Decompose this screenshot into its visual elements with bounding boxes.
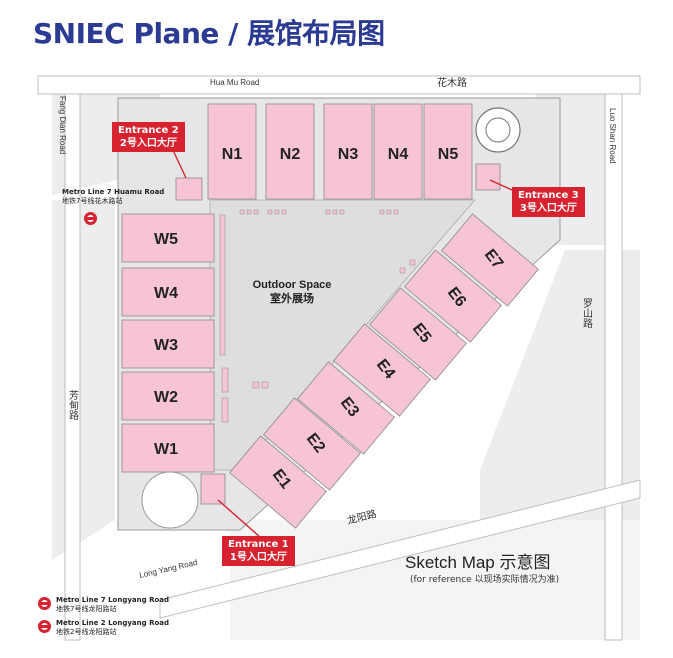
hall-n1[interactable] (207, 103, 257, 200)
block-west (52, 200, 115, 560)
fang-dian-road-label: Fang Dian Road (58, 96, 67, 154)
hall-n5[interactable] (423, 103, 473, 200)
luo-shan-road-label: Luo Shan Road (608, 108, 617, 164)
metro-line7-icon (38, 597, 51, 610)
block-east (480, 250, 640, 520)
fang-dian-road (64, 93, 81, 641)
entrance-1-label-cn: 1号入口大厅 (229, 552, 287, 563)
metro-line2-icon (38, 620, 51, 633)
hall-n4[interactable] (373, 103, 423, 200)
hall-w5[interactable] (121, 213, 215, 263)
entrance-2-label: Entrance 2 (118, 125, 179, 136)
long-yang-road (159, 479, 641, 619)
metro-huamu-label-cn: 地铁7号线花木路站 (62, 197, 123, 205)
hall-e6[interactable] (404, 249, 502, 343)
metro-longyang2-label-en: Metro Line 2 Longyang Road (56, 619, 170, 627)
hall-w2-label: W2 (154, 389, 178, 406)
metro-longyang7-label: Metro Line 7 Longyang Road 地铁7号线龙阳路站 (56, 596, 169, 614)
entrance-1-callout[interactable]: Entrance 1 1号入口大厅 (222, 536, 295, 566)
hall-n2-label: N2 (280, 146, 301, 163)
hall-e1[interactable] (229, 435, 327, 529)
entrance-3-building[interactable] (475, 163, 501, 191)
metro-longyang7-label-cn: 地铁7号线龙阳路站 (56, 605, 117, 613)
hall-e2[interactable] (263, 397, 361, 491)
metro-huamu-label-en: Metro Line 7 Huamu Road (62, 188, 165, 196)
hall-w3-label: W3 (154, 337, 178, 354)
hall-w4-label: W4 (154, 285, 178, 302)
entrance-3-label: Entrance 3 (518, 190, 579, 201)
north-halls: N1 N2 N3 N4 N5 (207, 103, 473, 200)
hall-n2[interactable] (265, 103, 315, 200)
hua-mu-road-label: Hua Mu Road (210, 78, 259, 87)
hall-n3-label: N3 (338, 146, 359, 163)
luo-shan-road (604, 93, 623, 641)
outdoor-space-label-cn: 室外展场 (270, 291, 314, 305)
outdoor-space-label: Outdoor Space (253, 279, 332, 291)
entrance-2-label-cn: 2号入口大厅 (119, 138, 177, 149)
entrance-1-building[interactable] (200, 473, 226, 505)
metro-longyang2-label: Metro Line 2 Longyang Road 地铁2号线龙阳路站 (56, 619, 169, 637)
page-title: SNIEC Plane / 展馆布局图 (33, 17, 385, 50)
entrance-1-label: Entrance 1 (228, 539, 289, 550)
hall-w5-label: W5 (154, 231, 178, 248)
hall-n5-label: N5 (438, 146, 459, 163)
hall-e5[interactable] (369, 287, 467, 381)
roundabout (141, 471, 199, 529)
hall-w3[interactable] (121, 319, 215, 369)
west-halls: W5 W4 W3 W2 W1 (121, 213, 215, 473)
entrance-3-callout[interactable]: Entrance 3 3号入口大厅 (512, 187, 585, 217)
hall-w4[interactable] (121, 267, 215, 317)
fang-dian-road-label-cn: 芳甸路 (67, 389, 79, 421)
block-south (230, 520, 640, 640)
round-structure-inner (485, 117, 511, 143)
hall-n4-label: N4 (388, 146, 409, 163)
luo-shan-road-label-cn: 罗山路 (581, 298, 593, 329)
sketch-map-note: (for reference 以现场实际情况为准) (410, 575, 560, 585)
hua-mu-road-label-cn: 花木路 (437, 76, 467, 89)
metro-huamu-icon (84, 212, 97, 225)
hall-w2[interactable] (121, 371, 215, 421)
outdoor-booths (219, 209, 416, 423)
metro-longyang7-label-en: Metro Line 7 Longyang Road (56, 596, 170, 604)
hall-n1-label: N1 (222, 146, 243, 163)
hall-e3[interactable] (297, 361, 395, 455)
metro-longyang2-label-cn: 地铁2号线龙阳路站 (56, 628, 117, 636)
hall-w1[interactable] (121, 423, 215, 473)
entrance-2-building[interactable] (175, 177, 203, 201)
entrance-3-label-cn: 3号入口大厅 (519, 203, 577, 214)
sketch-map-title: Sketch Map 示意图 (405, 553, 551, 572)
hall-n3[interactable] (323, 103, 373, 200)
entrance-pointers (171, 147, 513, 538)
entrance-2-callout[interactable]: Entrance 2 2号入口大厅 (112, 122, 185, 152)
east-halls: E1 E2 E3 E4 E5 E6 E7 (229, 213, 539, 529)
hall-w1-label: W1 (154, 441, 178, 458)
hall-e4[interactable] (333, 323, 431, 417)
hall-e7[interactable] (441, 213, 539, 307)
metro-huamu-label: Metro Line 7 Huamu Road 地铁7号线花木路站 (62, 188, 164, 206)
hua-mu-road (37, 75, 641, 95)
